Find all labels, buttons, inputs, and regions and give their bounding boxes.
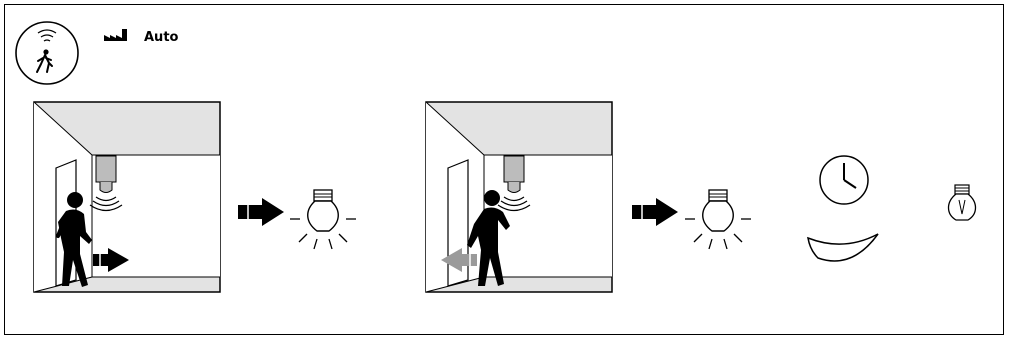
- mode-label: Auto: [144, 30, 178, 45]
- light-on-icon-2: [685, 190, 751, 249]
- motion-sensor-icon: [16, 22, 78, 84]
- room-scene-enter: [34, 102, 220, 292]
- light-on-icon: [290, 190, 356, 249]
- room-scene-leave: [426, 102, 612, 292]
- arrow-right-icon-2: [632, 198, 678, 226]
- arrow-right-icon: [238, 198, 284, 226]
- factory-default-icon: [104, 29, 127, 41]
- clock-timer-icon: [808, 156, 878, 261]
- light-off-icon: [949, 185, 976, 220]
